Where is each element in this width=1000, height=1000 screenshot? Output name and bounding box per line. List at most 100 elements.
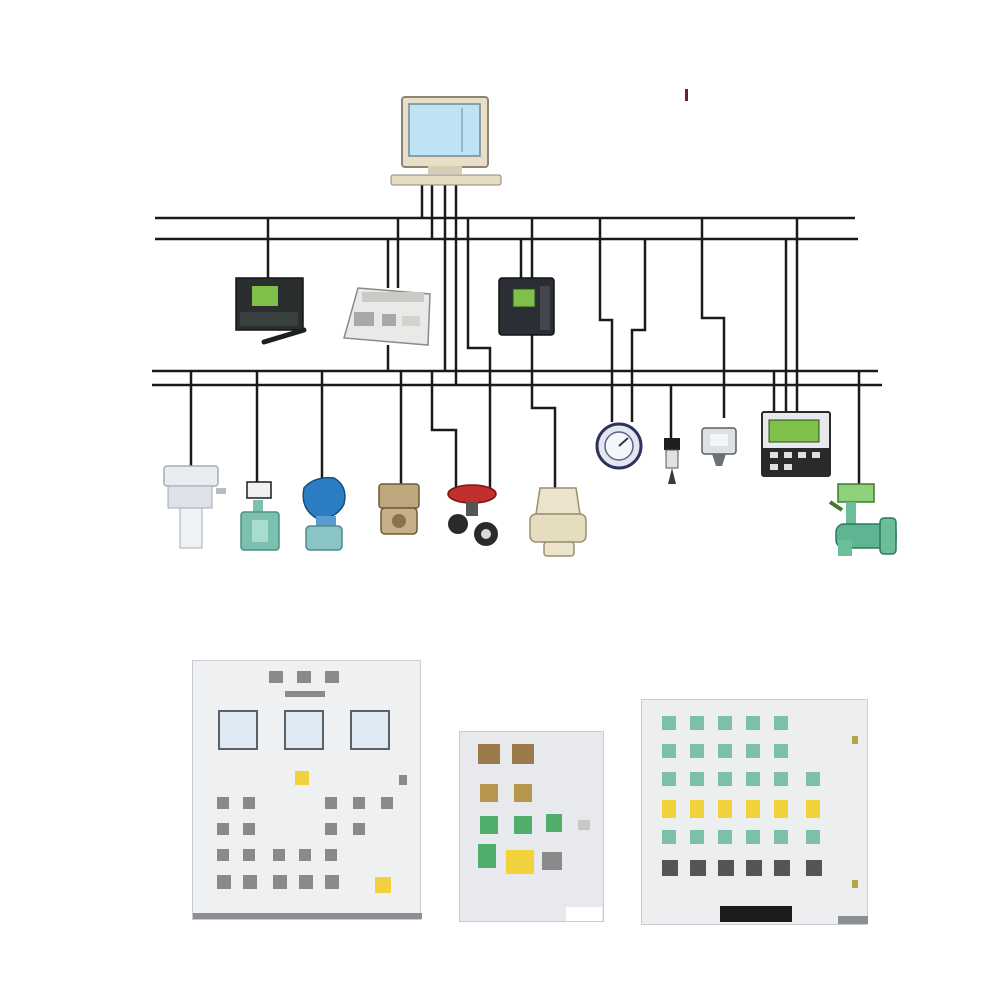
indicator xyxy=(746,716,760,730)
indicator xyxy=(578,820,590,830)
indicator xyxy=(662,744,676,758)
indicator xyxy=(746,744,760,758)
indicator xyxy=(325,823,337,835)
valve-actuator-icon xyxy=(378,483,420,535)
indicator xyxy=(852,880,858,888)
drop-to-gauge xyxy=(598,218,614,422)
sensor-transmitter-icon xyxy=(701,427,737,466)
indicator xyxy=(774,800,788,818)
cabinet-panel-middle xyxy=(459,731,604,922)
panel-base xyxy=(566,907,602,921)
indicator xyxy=(546,814,562,832)
marker-tick xyxy=(685,89,688,101)
indicator xyxy=(375,877,391,893)
indicator xyxy=(297,671,311,683)
indicator xyxy=(506,850,534,874)
indicator xyxy=(806,860,822,876)
indicator xyxy=(325,671,339,683)
indicator xyxy=(690,772,704,786)
indicator xyxy=(806,830,820,844)
viewing-window xyxy=(218,710,258,750)
indicator xyxy=(662,860,678,876)
indicator xyxy=(690,744,704,758)
indicator xyxy=(774,716,788,730)
indicator xyxy=(718,800,732,818)
drop-valve-b xyxy=(430,371,458,488)
indicator xyxy=(217,875,231,889)
indicator xyxy=(217,849,229,861)
indicator xyxy=(774,830,788,844)
fieldbus-lines xyxy=(152,185,882,488)
pressure-transmitter-icon xyxy=(302,476,346,551)
indicator xyxy=(353,797,365,809)
panel-nameplate xyxy=(720,906,792,922)
indicator xyxy=(325,849,337,861)
cabinet-panel-left xyxy=(192,660,422,920)
indicator xyxy=(746,830,760,844)
indicator xyxy=(217,823,229,835)
indicator xyxy=(295,771,309,785)
indicator xyxy=(514,784,532,802)
flow-transmitter-icon xyxy=(828,483,897,556)
cabinet-panel-right xyxy=(641,699,868,925)
indicator xyxy=(774,744,788,758)
indicator xyxy=(662,800,676,818)
indicator xyxy=(690,830,704,844)
keyboard-controller-icon xyxy=(343,287,431,346)
indicator xyxy=(746,772,760,786)
indicator xyxy=(243,875,257,889)
indicator xyxy=(243,823,255,835)
indicator xyxy=(514,816,532,834)
indicator xyxy=(243,849,255,861)
network-diagram xyxy=(152,89,897,557)
indicator xyxy=(690,716,704,730)
panel-meter-icon xyxy=(498,277,555,336)
indicator xyxy=(718,830,732,844)
indicator xyxy=(852,736,858,744)
indicator xyxy=(243,797,255,809)
indicator xyxy=(399,775,407,785)
indicator xyxy=(325,875,339,889)
indicator xyxy=(806,800,820,818)
temperature-probe-icon xyxy=(664,438,680,484)
drop-to-positioner xyxy=(530,330,557,488)
indicator xyxy=(718,716,732,730)
indicator xyxy=(299,875,313,889)
indicator xyxy=(299,849,311,861)
indicator xyxy=(662,716,676,730)
drop-to-gauge-b xyxy=(630,239,647,422)
indicator xyxy=(718,860,734,876)
desktop-computer-icon xyxy=(390,96,502,186)
indicator xyxy=(690,800,704,818)
drop-to-sensor xyxy=(700,218,726,418)
panel-base xyxy=(838,916,868,924)
indicator xyxy=(381,797,393,809)
indicator xyxy=(480,784,498,802)
indicator xyxy=(718,744,732,758)
indicator xyxy=(217,797,229,809)
indicator xyxy=(478,744,500,764)
indicator xyxy=(774,772,788,786)
hmi-monitor-icon xyxy=(235,277,307,345)
pressure-gauge-icon xyxy=(595,422,643,470)
indicator xyxy=(774,860,790,876)
indicator xyxy=(746,800,760,818)
flow-meter-icon xyxy=(240,481,280,551)
indicator xyxy=(746,860,762,876)
viewing-window xyxy=(350,710,390,750)
viewing-window xyxy=(284,710,324,750)
positioner-icon xyxy=(529,487,587,557)
indicator xyxy=(718,772,732,786)
indicator xyxy=(325,797,337,809)
indicator xyxy=(353,823,365,835)
indicator xyxy=(662,830,676,844)
control-valve-icon xyxy=(447,484,498,546)
indicator xyxy=(285,691,325,697)
drop-to-valve xyxy=(466,218,492,488)
panel-base xyxy=(193,913,422,919)
indicator xyxy=(273,849,285,861)
indicator xyxy=(662,772,676,786)
level-transmitter-icon xyxy=(163,465,226,549)
indicator xyxy=(269,671,283,683)
indicator xyxy=(480,816,498,834)
